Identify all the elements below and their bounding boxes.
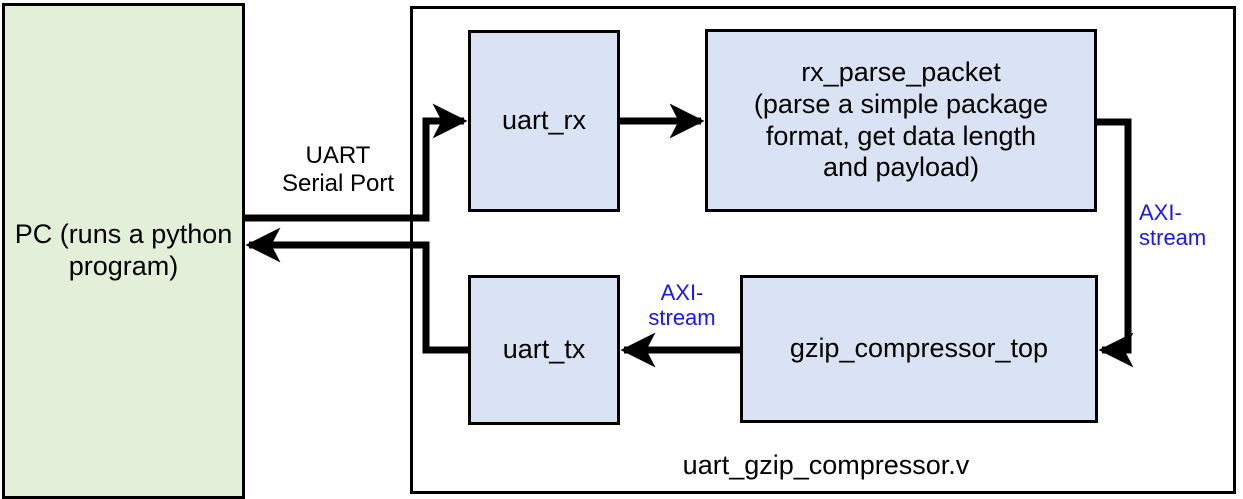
block-rx-parse-packet-label: rx_parse_packet (parse a simple package … [753, 56, 1049, 183]
block-rx-parse-packet: rx_parse_packet (parse a simple package … [705, 29, 1097, 212]
block-uart-rx: uart_rx [468, 30, 620, 212]
label-uart-serial-port: UART Serial Port [281, 142, 395, 198]
label-axi-stream-right: AXI- stream [1139, 200, 1207, 251]
label-axi-stream-middle: AXI- stream [648, 280, 716, 331]
block-uart-tx-label: uart_tx [502, 334, 586, 365]
block-gzip-compressor-top-label: gzip_compressor_top [789, 333, 1049, 364]
block-uart-rx-label: uart_rx [501, 105, 587, 136]
block-gzip-compressor-top: gzip_compressor_top [740, 275, 1098, 423]
block-pc: PC (runs a python program) [2, 3, 245, 499]
label-module-caption: uart_gzip_compressor.v [682, 450, 970, 480]
block-pc-label: PC (runs a python program) [14, 219, 233, 281]
block-uart-tx: uart_tx [468, 275, 620, 425]
